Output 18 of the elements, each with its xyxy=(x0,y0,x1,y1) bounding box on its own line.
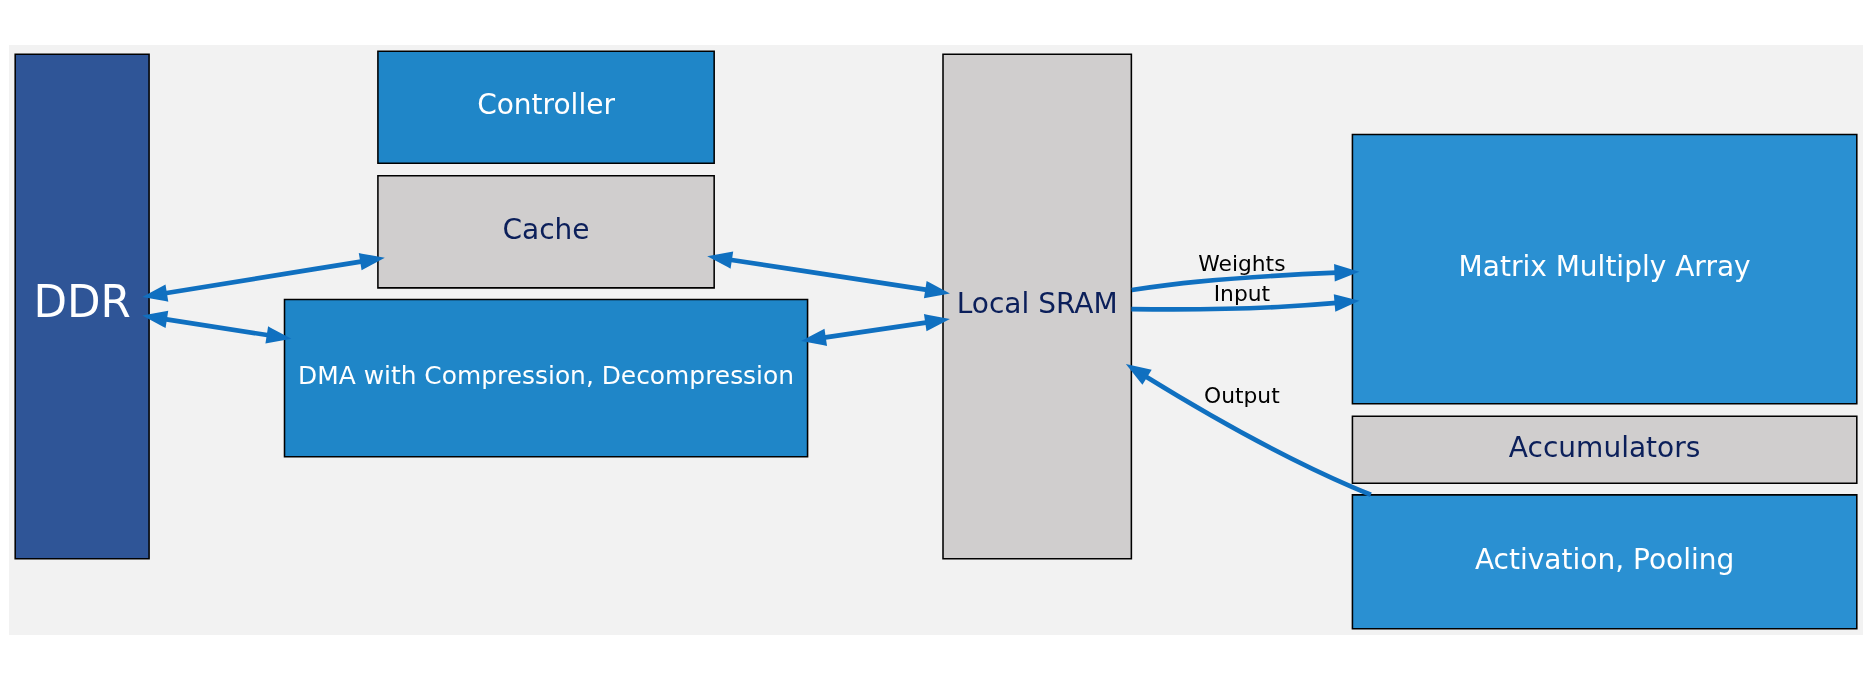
node-box: Local SRAM xyxy=(942,53,1133,559)
arrow xyxy=(801,313,950,346)
node-box: Cache xyxy=(377,174,715,289)
node-box: Activation, Pooling xyxy=(1351,493,1858,630)
arrow xyxy=(142,252,385,302)
edge-label: Weights xyxy=(1198,250,1286,276)
arrow xyxy=(1131,263,1360,292)
node-box: Accumulators xyxy=(1351,415,1858,484)
node-box: Matrix Multiply Array xyxy=(1351,133,1858,405)
edge-label: Output xyxy=(1204,382,1280,408)
arrow xyxy=(1125,363,1372,497)
arrow xyxy=(142,310,292,344)
node-box: DMA with Compression, Decompression xyxy=(283,298,809,458)
arrow xyxy=(1131,293,1360,312)
node-box: Controller xyxy=(377,49,715,164)
arrow xyxy=(707,250,950,298)
node-box: DDR xyxy=(14,53,150,559)
edge-label: Input xyxy=(1213,280,1271,306)
